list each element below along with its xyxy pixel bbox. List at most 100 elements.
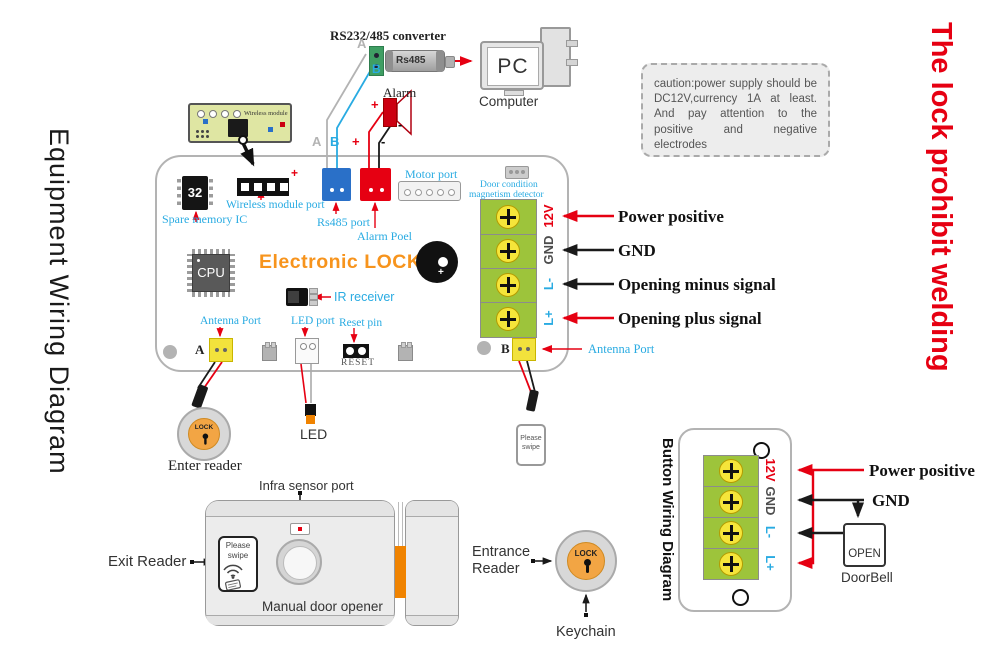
enter-reader: LOCK	[177, 407, 231, 461]
lock-latch	[395, 546, 406, 598]
terminal-screw	[496, 273, 520, 297]
rs485-port-label: Rs485 port	[317, 215, 371, 229]
ir-receiver-label: IR receiver	[334, 290, 395, 304]
led-component	[305, 404, 316, 416]
buzzer-plus: +	[438, 267, 444, 278]
entrance-reader-label-1: Entrance	[472, 544, 531, 560]
doorbell-label: DoorBell	[841, 570, 893, 585]
terminal-block-button	[703, 455, 759, 580]
reset-pin-label: Reset pin	[339, 317, 383, 329]
terminal-screw	[496, 239, 520, 263]
board-title: Electronic LOCK	[259, 251, 422, 273]
alarm-speaker	[383, 98, 397, 127]
buzzer: +	[416, 241, 458, 283]
enter-reader-label: Enter reader	[168, 458, 242, 474]
terminal-screw	[496, 307, 520, 331]
led-tip	[306, 415, 315, 424]
wire-b-top-label: B	[372, 62, 381, 76]
terminal-name-lminus: L-	[541, 277, 556, 291]
converter-terminal	[369, 46, 384, 76]
btn-gnd-label: GND	[872, 491, 910, 510]
doorbell-open-text: OPEN	[848, 548, 881, 560]
signal-opening-minus: Opening minus signal	[618, 275, 776, 294]
rs485-plug-nub	[445, 56, 455, 68]
antenna-b-label: Antenna Port	[588, 342, 655, 356]
antenna-a-label: Antenna Port	[200, 315, 262, 327]
wire-a-label: A	[312, 134, 322, 149]
converter-label: RS232/485 converter	[330, 28, 446, 43]
spare-memory-label: Spare memory IC	[162, 212, 248, 226]
port-b-letter: B	[501, 341, 510, 356]
exit-reader-label: Exit Reader	[108, 553, 187, 570]
memory-chip-value: 32	[187, 185, 203, 200]
signal-power-positive: Power positive	[618, 207, 724, 226]
alarm-port	[360, 168, 391, 201]
button-panel-hole-top	[753, 442, 770, 459]
antenna-port-a	[209, 338, 233, 362]
manual-opener-label: Manual door opener	[262, 599, 383, 614]
reset-jumper	[343, 344, 369, 358]
reset-text: RESET	[341, 358, 376, 368]
terminal-name-gnd: GND	[541, 235, 556, 265]
relay-1	[262, 342, 277, 361]
wireless-module-port	[237, 178, 289, 196]
terminal-screw	[719, 552, 743, 576]
led-port-label: LED port	[291, 315, 335, 327]
infra-sensor-label: Infra sensor port	[259, 478, 354, 493]
wire-b-label: B	[330, 134, 340, 149]
wire-a-top-label: A	[357, 36, 367, 51]
alarm-port-label: Alarm Poel	[357, 229, 412, 243]
swipe-card: Please swipe	[516, 424, 546, 466]
terminal-block-main	[480, 199, 537, 338]
enter-reader-lock-text: LOCK	[194, 424, 214, 431]
wireless-module: Wireless module	[188, 103, 292, 145]
terminal-screw	[719, 490, 743, 514]
wireless-hole	[238, 135, 248, 145]
warning-text: The lock prohibit welding	[925, 22, 957, 372]
wireless-port-label: Wireless module port	[226, 199, 325, 211]
wireless-ic	[228, 119, 248, 137]
terminal-screw	[719, 521, 743, 545]
memory-chip: 32	[177, 176, 213, 210]
led-port	[295, 338, 319, 364]
button-diagram-title: Button Wiring Diagram	[659, 438, 676, 602]
wire-minus-label: -	[381, 134, 386, 149]
door-detector-label-1: Door condition	[480, 180, 538, 190]
entrance-reader: LOCK	[555, 530, 617, 592]
button-panel-hole-bottom	[732, 589, 749, 606]
swipe-card-plug	[526, 389, 539, 412]
btn-wire-lplus	[796, 470, 815, 569]
swipe-card-line1: Please	[520, 435, 542, 442]
cpu-chip: CPU	[187, 249, 235, 297]
relay-2	[398, 342, 413, 361]
rs485-port	[322, 168, 351, 201]
antenna-port-b	[512, 338, 536, 361]
exit-swipe-line2: swipe	[227, 551, 249, 560]
infra-sensor-port	[290, 523, 310, 535]
motor-port-label: Motor port	[405, 167, 458, 181]
computer-label: Computer	[479, 94, 539, 109]
btn-terminal-lplus: L+	[763, 555, 778, 571]
signal-gnd: GND	[618, 241, 656, 260]
cpu-label: CPU	[197, 265, 225, 280]
enter-reader-plug	[191, 384, 208, 409]
terminal-screw	[496, 205, 520, 229]
btn-power-positive-label: Power positive	[869, 461, 975, 480]
page-title: Equipment Wiring Diagram	[44, 128, 74, 475]
motor-port	[398, 181, 461, 201]
mount-hole-left	[163, 345, 177, 359]
exit-swipe-panel: Please swipe	[218, 536, 258, 592]
entrance-lock-text: LOCK	[574, 549, 598, 558]
wireless-port-plus: +	[291, 166, 299, 180]
pc-stand	[504, 90, 524, 96]
wifi-card-icon	[223, 564, 243, 590]
rs485-label: Rs485	[396, 55, 426, 66]
lock-strike	[405, 500, 459, 626]
led-label: LED	[300, 426, 328, 442]
door-detector-connector	[505, 166, 529, 179]
pc-label: PC	[497, 55, 529, 78]
signal-opening-plus: Opening plus signal	[618, 309, 762, 328]
wireless-module-label: Wireless module	[244, 110, 288, 117]
alarm-minus-label: -	[398, 117, 403, 132]
